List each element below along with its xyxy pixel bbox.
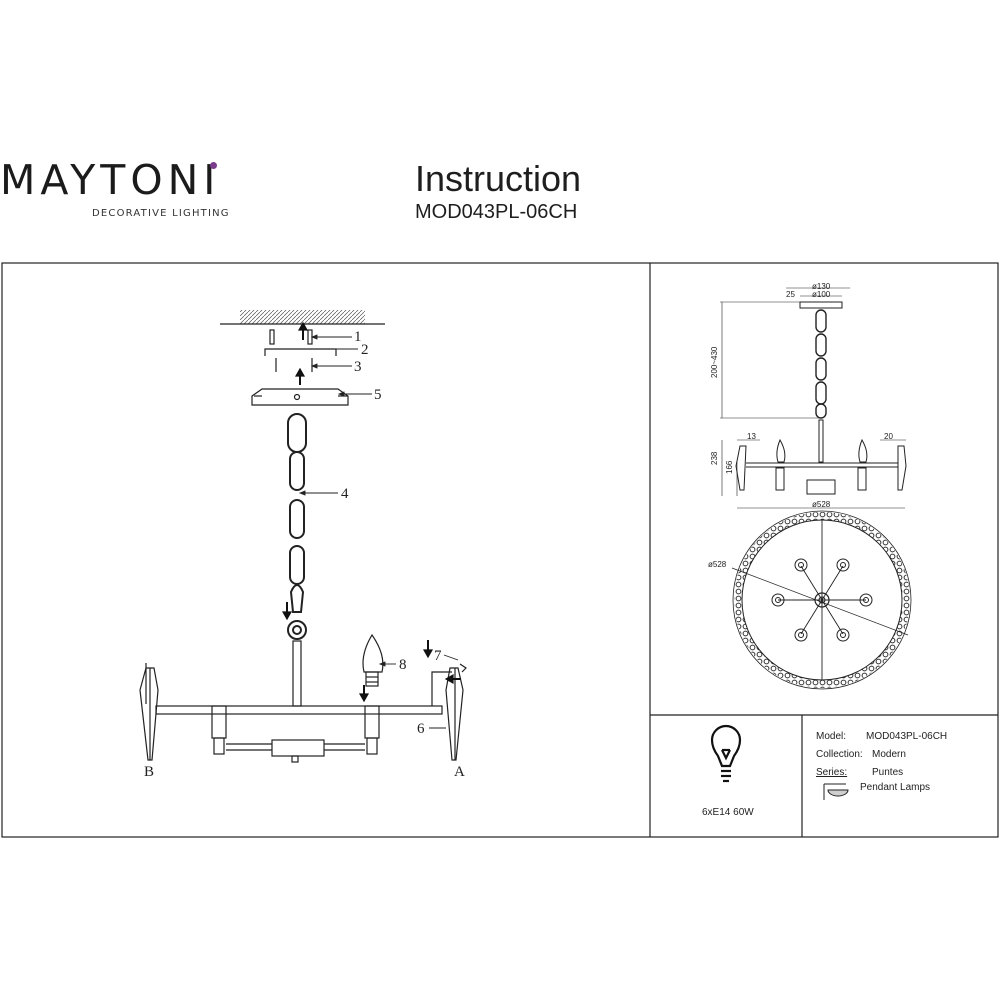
brand-dot-accent xyxy=(210,162,217,169)
side-view-drawing xyxy=(720,287,907,509)
frame-ring-bar xyxy=(155,705,443,715)
dim-suspension-range: 200~430 xyxy=(710,346,719,378)
document-model-code: MOD043PL-06CH xyxy=(415,201,578,223)
collection-label: Collection: xyxy=(816,749,863,760)
bracket-screws xyxy=(275,358,313,372)
document-title: Instruction xyxy=(415,158,582,199)
brand-name: MAYTONI xyxy=(0,156,221,204)
leader-lines xyxy=(265,334,459,729)
pendant-lamp-icon xyxy=(823,783,849,800)
canopy xyxy=(251,388,349,406)
dim-canopy-outer: ø130 xyxy=(812,282,831,291)
part-number-3: 3 xyxy=(354,359,362,375)
part-number-4: 4 xyxy=(341,486,349,502)
collection-value: Modern xyxy=(872,749,906,760)
dim-crystal-offset: 20 xyxy=(884,432,893,441)
part-number-1: 1 xyxy=(354,329,362,345)
bulb-holders xyxy=(211,705,380,755)
side-label-b: B xyxy=(144,764,154,780)
part-number-6: 6 xyxy=(417,721,425,737)
crystal-pendant-a xyxy=(431,663,467,761)
dim-body-height: 238 xyxy=(710,451,719,465)
center-body xyxy=(226,739,365,763)
top-view-arms xyxy=(778,520,866,680)
mounting-bracket xyxy=(264,348,337,356)
part-number-7: 7 xyxy=(434,648,442,664)
side-view-chain xyxy=(815,309,827,419)
side-label-a: A xyxy=(454,764,465,780)
dim-canopy-height: 25 xyxy=(786,290,795,299)
brand-tagline: DECORATIVE LIGHTING xyxy=(92,208,230,219)
candle-bulb xyxy=(362,633,384,687)
brand-logo: MAYTONI DECORATIVE LIGHTING xyxy=(0,156,229,220)
series-value: Puntes xyxy=(872,767,903,778)
type-value: Pendant Lamps xyxy=(860,782,930,793)
ceiling-surface xyxy=(220,310,385,325)
part-numbers: 1 2 3 5 4 8 7 6 B A xyxy=(144,329,465,780)
top-view-candles xyxy=(771,558,873,642)
assembly-diagram xyxy=(139,310,467,763)
top-view-drawing xyxy=(731,510,912,690)
chain xyxy=(287,413,307,640)
model-label: Model: xyxy=(816,731,846,742)
assembly-arrows xyxy=(281,321,461,703)
dim-arm-offset: 13 xyxy=(747,432,756,441)
series-label: Series: xyxy=(816,767,847,778)
dim-diameter: ø528 xyxy=(812,500,831,509)
dim-arm-height: 166 xyxy=(725,460,734,474)
dim-canopy-inner: ø100 xyxy=(812,290,831,299)
part-number-2: 2 xyxy=(361,342,369,358)
part-number-5: 5 xyxy=(374,387,382,403)
drawing-frame xyxy=(1,262,999,838)
center-rod xyxy=(292,640,302,707)
wall-plugs xyxy=(269,329,313,345)
dimension-labels: ø130 ø100 25 200~430 13 20 238 166 ø528 … xyxy=(708,282,893,569)
bulb-icon xyxy=(710,724,742,783)
part-number-8: 8 xyxy=(399,657,407,673)
bulb-spec: 6xE14 60W xyxy=(702,807,754,818)
model-value: MOD043PL-06CH xyxy=(866,731,947,742)
crystal-pendant-b xyxy=(139,663,159,761)
dim-top-view-diameter: ø528 xyxy=(708,560,727,569)
